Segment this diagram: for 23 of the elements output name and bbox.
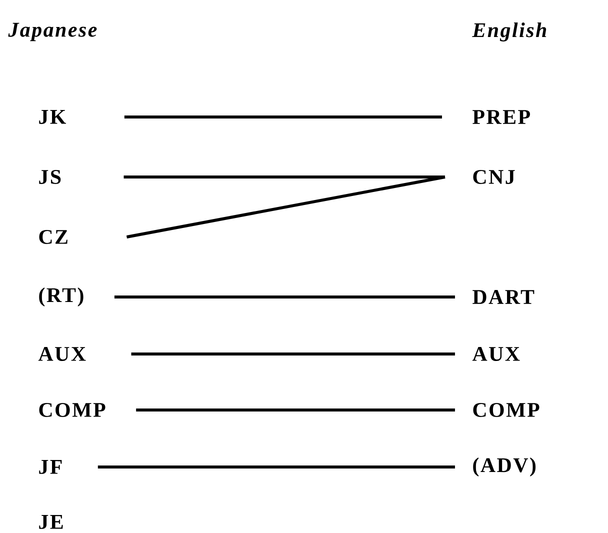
term-label: COMP [473,402,540,418]
term-label: CZ [39,230,68,244]
term-label: PREP [472,110,530,124]
column-heading: English [472,22,546,42]
connecting-line [124,175,445,178]
connecting-line [126,176,446,238]
term-label: JF [39,460,62,474]
term-label: CNJ [473,170,515,184]
term-label: JK [39,110,66,124]
term-label: COMP [39,402,106,418]
column-heading: Japanese [8,22,97,42]
term-label: DART [472,290,534,304]
connecting-line [114,295,455,298]
term-label: JS [39,170,61,184]
connecting-line [131,352,455,356]
term-label: AUX [472,346,520,361]
term-label: (ADV) [473,458,536,476]
connecting-line [136,408,455,412]
term-label: JE [39,515,63,529]
term-label: AUX [38,346,86,361]
connecting-line [124,115,442,118]
term-label: (RT) [39,288,84,306]
connecting-line [98,465,455,468]
